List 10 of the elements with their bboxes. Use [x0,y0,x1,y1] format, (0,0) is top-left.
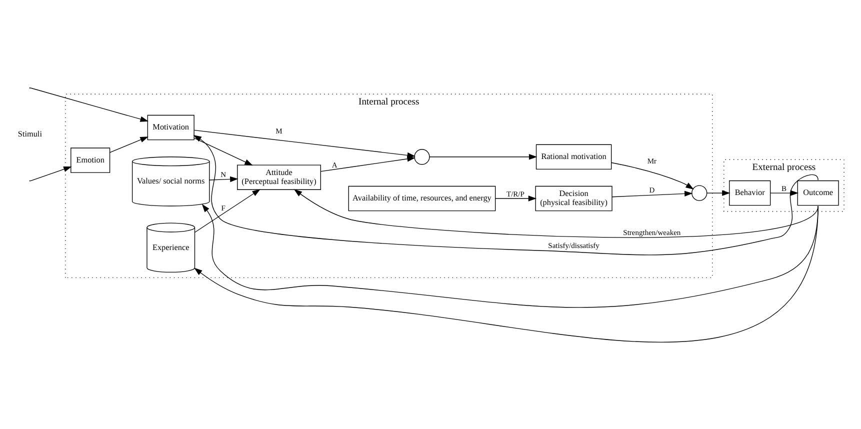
edge-label: N [220,170,226,179]
edge-label: Mr [647,156,657,166]
edge-label: T/R/P [506,188,524,198]
edge-label: Strengthen/weaken [623,228,681,237]
edge-label: Satisfy/dissatisfy [548,240,600,250]
edge-label: A [332,160,338,170]
edge-label: M [276,126,282,136]
edge-label: F [221,203,226,212]
edge-label: B [781,183,786,192]
edge-label: D [649,184,655,194]
